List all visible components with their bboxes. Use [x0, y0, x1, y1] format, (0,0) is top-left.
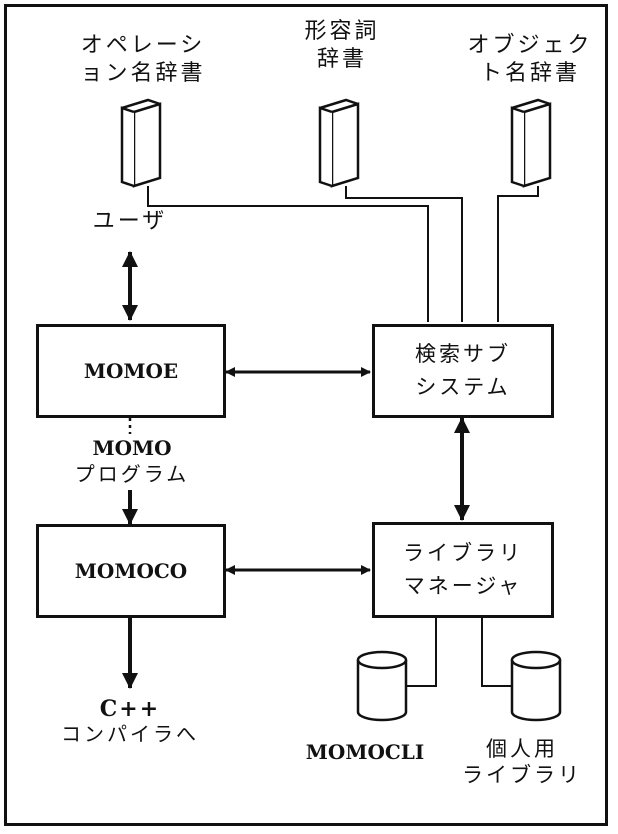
- module-search-subsystem: 検索サブ システム: [372, 324, 554, 418]
- line-object-dict: [497, 186, 539, 322]
- module-momoe: MOMOE: [36, 324, 226, 418]
- label-object-dictionary: オブジェク ト名辞書: [467, 33, 593, 86]
- book-icon-operation: [120, 98, 162, 188]
- label-cpp: C++: [99, 696, 161, 722]
- book-icon-object: [510, 98, 552, 188]
- line-adjective-dict: [345, 186, 463, 322]
- label-adjective-dictionary: 形容詞 辞書: [304, 19, 380, 72]
- module-momoco: MOMOCO: [36, 524, 226, 618]
- label-momo-program-title: MOMO: [92, 436, 172, 460]
- label-personal-library: 個人用 ライブラリ: [462, 737, 582, 788]
- module-library-manager: ライブラリ マネージャ: [372, 522, 554, 618]
- label-to-compiler: コンパイラへ: [61, 722, 199, 746]
- label-user: ユーザ: [92, 209, 168, 234]
- label-operation-dictionary: オペレーシ ョン名辞書: [80, 33, 206, 86]
- book-icon-adjective: [318, 98, 360, 188]
- database-icon-personal: [510, 650, 562, 722]
- line-operation-dict: [147, 186, 429, 322]
- line-libmgr-momocli: [406, 618, 437, 687]
- label-momo-program-sub: プログラム: [74, 462, 190, 486]
- label-momocli: MOMOCLI: [305, 740, 425, 764]
- line-libmgr-personal: [481, 618, 512, 687]
- diagram-frame: [4, 4, 608, 826]
- database-icon-momocli: [356, 650, 408, 722]
